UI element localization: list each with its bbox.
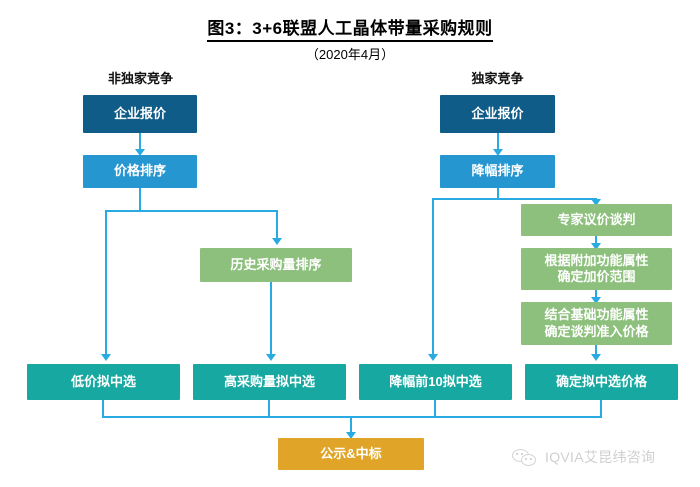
connector-left-split-bus bbox=[105, 210, 278, 212]
arrow-left-leg-to-low-price bbox=[101, 354, 111, 361]
arrow-base-to-confirm-price bbox=[591, 354, 601, 361]
page-title-text: 图3：3+6联盟人工晶体带量采购规则 bbox=[207, 19, 493, 42]
arrow-right-leg-to-top10 bbox=[428, 354, 438, 361]
arrow-merge-to-final bbox=[346, 432, 356, 439]
connector-right-leg-to-top10 bbox=[432, 198, 434, 356]
wechat-icon bbox=[512, 448, 538, 466]
connector-addon-to-base bbox=[595, 290, 597, 300]
node-base-entry-price[interactable]: 结合基础功能属性 确定谈判准入价格 bbox=[521, 302, 672, 345]
connector-left-split-stem bbox=[139, 188, 141, 212]
node-left-price-rank[interactable]: 价格排序 bbox=[83, 155, 197, 188]
arrow-history-to-high-volume bbox=[266, 354, 276, 361]
connector-history-to-high-volume bbox=[270, 282, 272, 356]
node-left-enterprise-quote[interactable]: 企业报价 bbox=[83, 95, 197, 133]
node-outcome-low-price[interactable]: 低价拟中选 bbox=[27, 364, 180, 400]
connector-left-leg-to-low-price bbox=[105, 210, 107, 356]
connector-left-quote-to-price-rank bbox=[139, 133, 141, 151]
connector-right-quote-to-drop-rank bbox=[497, 133, 499, 151]
connector-right-split-stem bbox=[497, 188, 499, 200]
connector-expert-to-addon bbox=[595, 236, 597, 246]
arrow-right-quote-to-drop-rank bbox=[493, 149, 503, 156]
connector-merge-to-final bbox=[350, 416, 352, 434]
connector-merge-bus bbox=[102, 416, 602, 418]
node-outcome-top10-drop[interactable]: 降幅前10拟中选 bbox=[359, 364, 512, 400]
arrow-left-quote-to-price-rank bbox=[135, 149, 145, 156]
footer-brand-text: IQVIA艾昆纬咨询 bbox=[545, 449, 656, 465]
column-heading-exclusive: 独家竞争 bbox=[471, 71, 524, 86]
arrow-left-leg-to-history bbox=[272, 238, 282, 245]
node-addon-price-range[interactable]: 根据附加功能属性 确定加价范围 bbox=[521, 248, 672, 290]
node-expert-negotiation[interactable]: 专家议价谈判 bbox=[521, 204, 672, 236]
node-right-drop-rank[interactable]: 降幅排序 bbox=[440, 155, 555, 188]
node-left-history-volume-rank[interactable]: 历史采购量排序 bbox=[200, 248, 352, 282]
connector-low-price-down bbox=[102, 400, 104, 418]
footer-brand: IQVIA艾昆纬咨询 bbox=[512, 447, 655, 467]
arrow-right-leg-to-expert bbox=[591, 199, 601, 206]
node-final-publicity-award[interactable]: 公示&中标 bbox=[278, 438, 424, 470]
page-title: 图3：3+6联盟人工晶体带量采购规则 bbox=[0, 14, 700, 42]
connector-confirm-price-down bbox=[600, 400, 602, 418]
connector-left-leg-to-history bbox=[276, 210, 278, 240]
node-right-enterprise-quote[interactable]: 企业报价 bbox=[440, 95, 555, 133]
page-subtitle: （2020年4月） bbox=[305, 47, 395, 62]
arrow-addon-to-base bbox=[591, 297, 601, 304]
connector-top10-down bbox=[434, 400, 436, 418]
connector-base-to-confirm-price bbox=[595, 345, 597, 357]
node-outcome-confirm-price[interactable]: 确定拟中选价格 bbox=[525, 364, 678, 400]
connector-high-volume-down bbox=[268, 400, 270, 418]
node-outcome-high-volume[interactable]: 高采购量拟中选 bbox=[193, 364, 346, 400]
arrow-expert-to-addon bbox=[591, 243, 601, 250]
column-heading-non-exclusive: 非独家竞争 bbox=[107, 71, 173, 86]
connector-right-split-bus bbox=[432, 198, 597, 200]
